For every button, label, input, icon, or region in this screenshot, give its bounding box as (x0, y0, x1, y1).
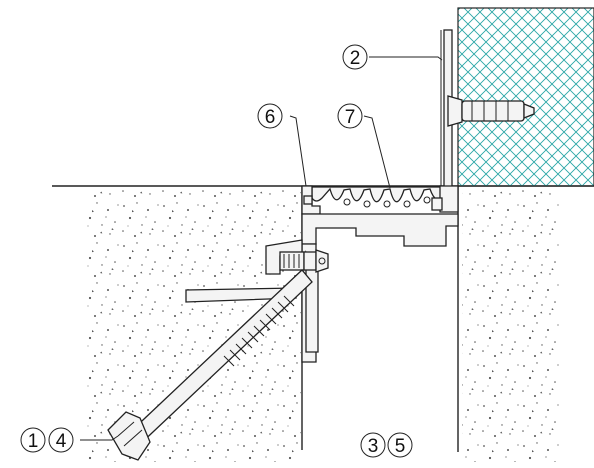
right-concrete-slab (462, 190, 562, 462)
horizontal-anchor-plate (185, 287, 297, 303)
callout-5-label: 5 (395, 436, 406, 457)
callout-7-label: 7 (345, 107, 356, 128)
callout-2-label: 2 (350, 48, 361, 69)
callout-1-4: 1 4 (20, 427, 74, 453)
callout-4-label: 4 (56, 431, 67, 452)
wall-tile-hatched (457, 7, 594, 187)
bracket-and-bolt (265, 239, 329, 275)
callout-1-label: 1 (28, 431, 39, 452)
rubber-insert-profile (311, 186, 447, 208)
diagonal-anchor-bolt (107, 269, 313, 461)
callout-7: 7 (337, 103, 363, 129)
wall-anchor-plug (447, 95, 535, 127)
callout-2: 2 (342, 44, 368, 70)
callout-3-5: 3 5 (360, 432, 413, 458)
callout-6: 6 (257, 103, 283, 129)
leader-lines (80, 56, 443, 441)
profile-vertical-leg (301, 243, 319, 363)
callout-3-label: 3 (368, 436, 379, 457)
callout-6-label: 6 (265, 107, 276, 128)
